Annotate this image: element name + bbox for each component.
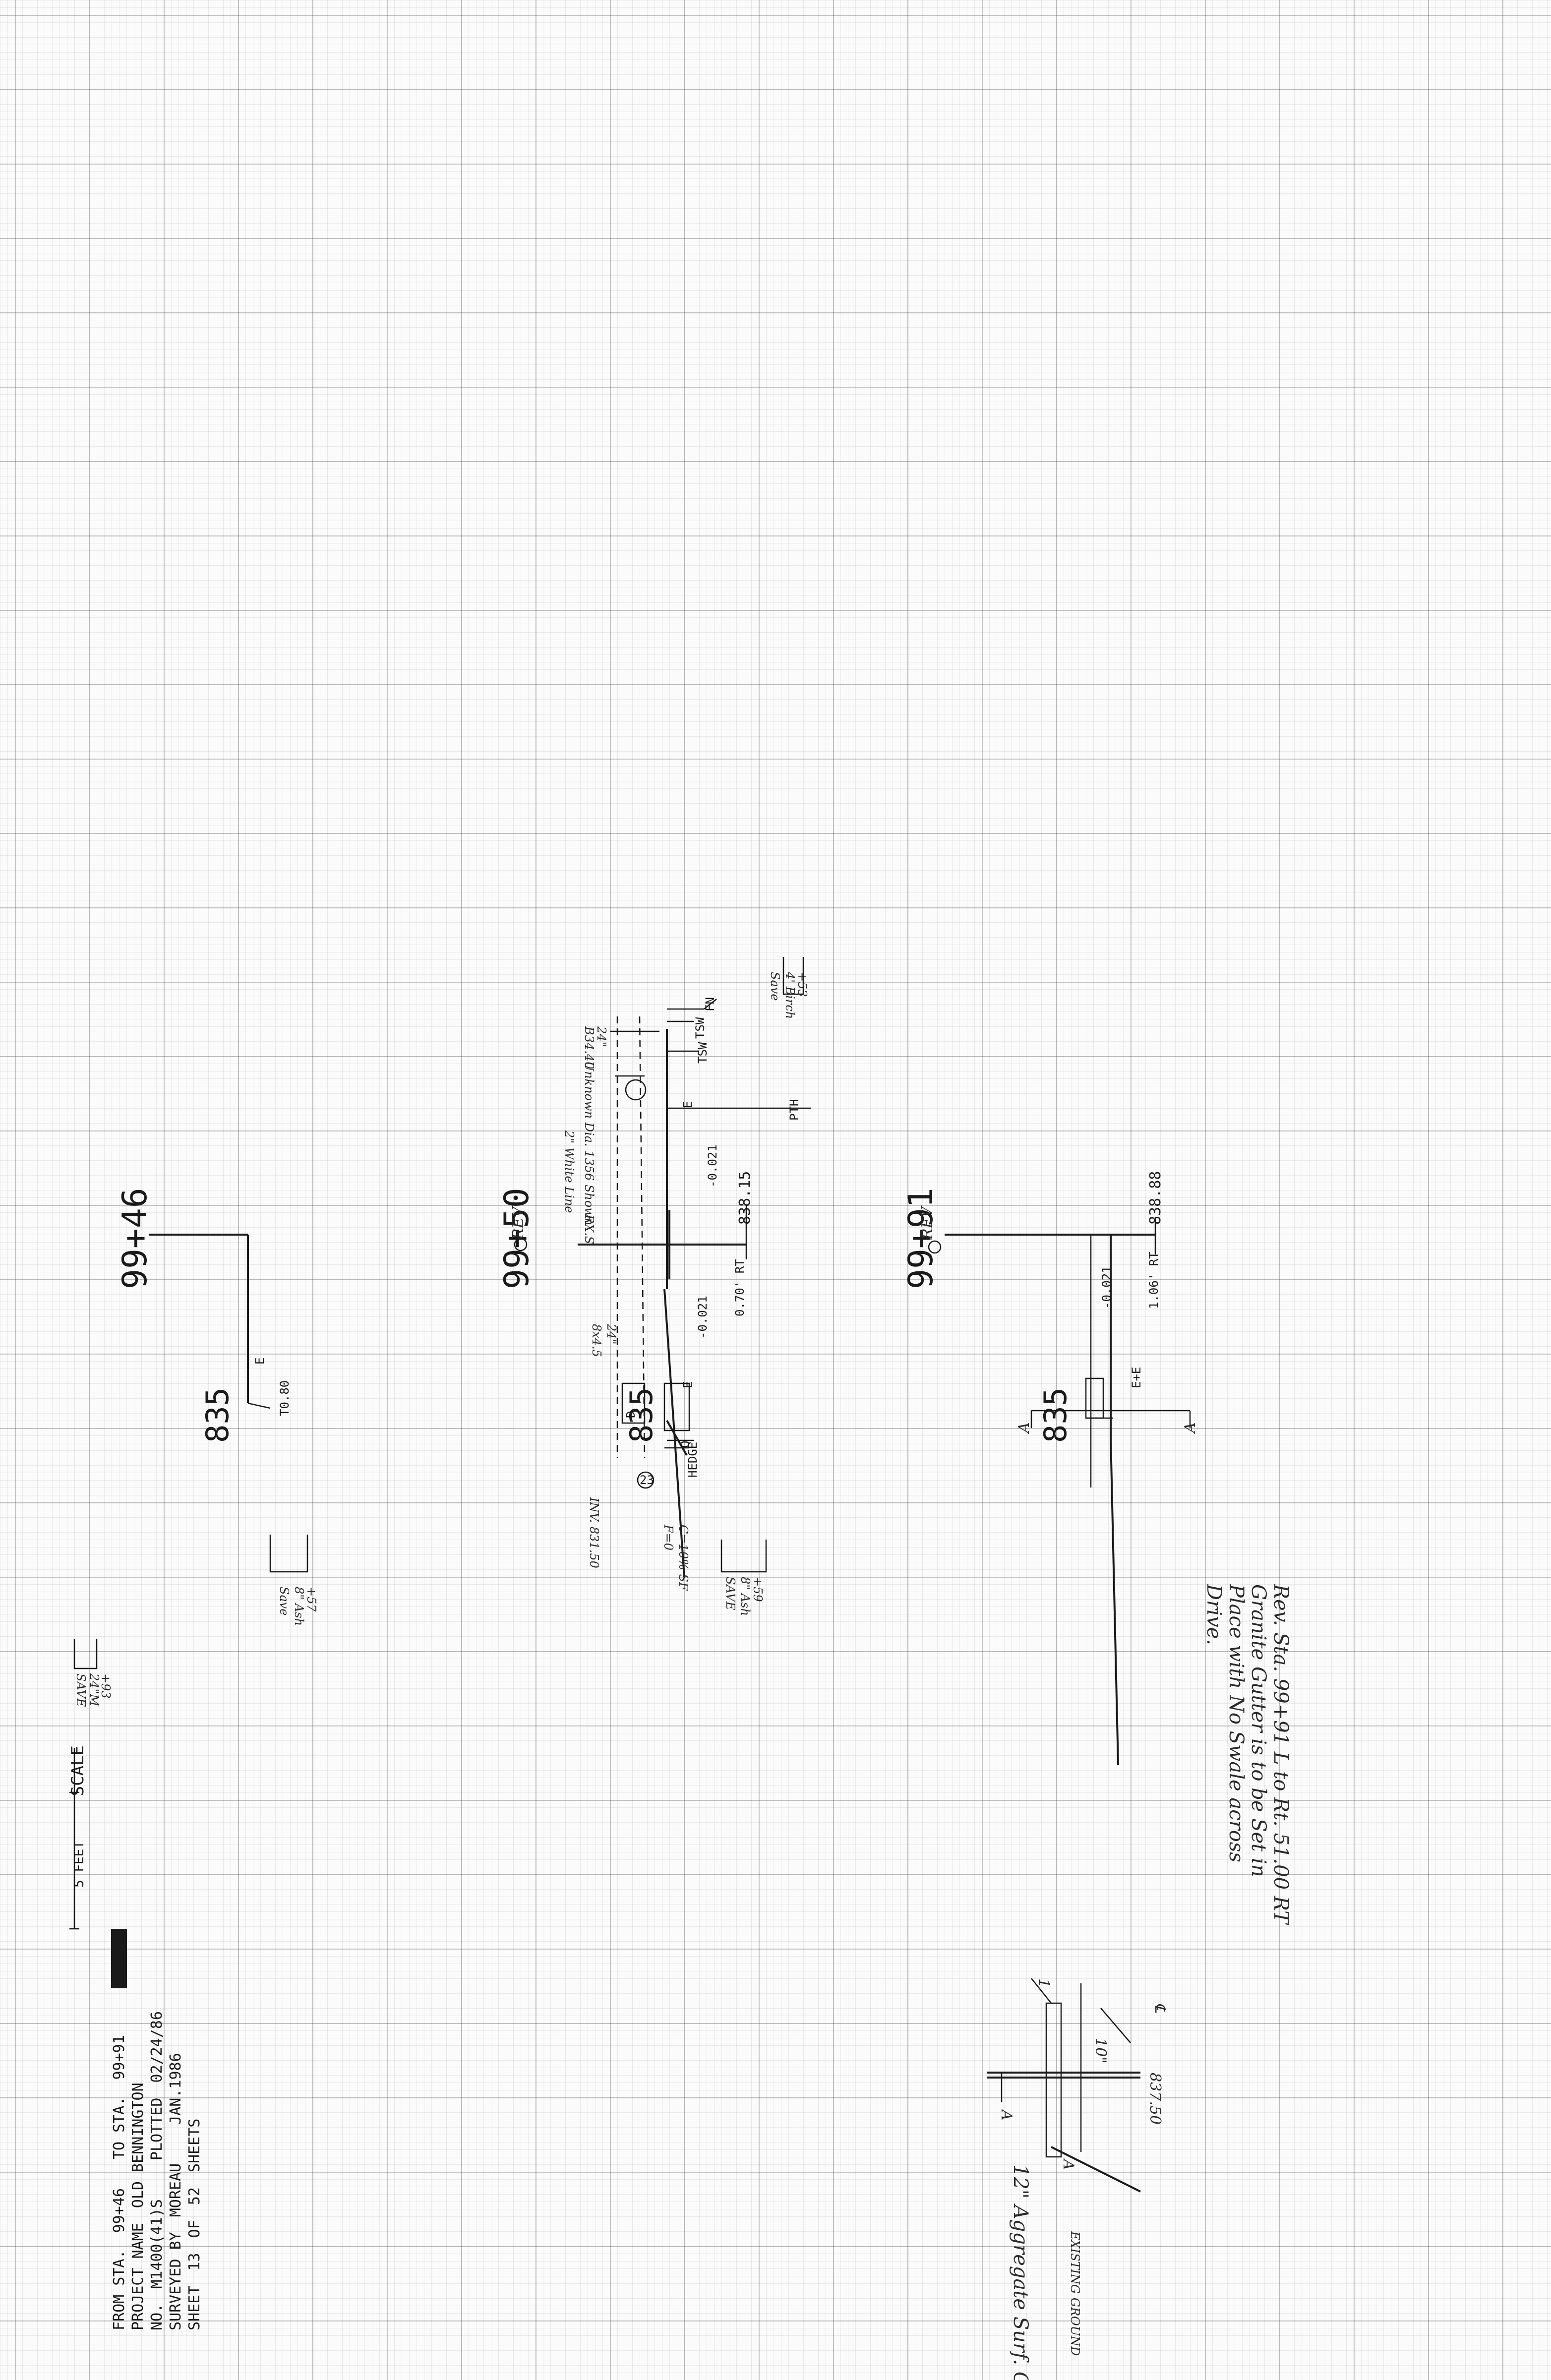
edge-label: E bbox=[253, 1358, 267, 1365]
rxs-note: RX.S bbox=[582, 1214, 596, 1244]
detail-elevation: 837.50 bbox=[1146, 2073, 1164, 2125]
svg-text:8" Ash: 8" Ash bbox=[292, 1587, 306, 1626]
white-line-note: 2" White Line bbox=[562, 1130, 576, 1213]
elevation-label: 835 bbox=[1037, 1387, 1074, 1443]
svg-text:SURVEYED BY MOREAU: SURVEYED BY MOREAU JAN.1986 bbox=[167, 2053, 184, 2330]
svg-text:SAVE: SAVE bbox=[74, 1673, 88, 1707]
svg-text:Rev. Sta. 99+91 L to Rt. 51.00: Rev. Sta. 99+91 L to Rt. 51.00 RT bbox=[1269, 1584, 1292, 1925]
elevation-value: 838.15 bbox=[736, 1171, 754, 1225]
tree-symbol: +57 8" Ash Save bbox=[269, 1535, 318, 1626]
detail-a-left: A bbox=[998, 2108, 1015, 2121]
material-label: 12" Aggregate Surf. Course bbox=[1009, 2164, 1032, 2380]
utility-note: Unknown Dia. 1356 Shown bbox=[582, 1061, 596, 1225]
box-left-label: D bbox=[624, 1411, 638, 1418]
cross-section-99-50: 99+50 REV 838.15 0.70' RT -0.021 -0.021 … bbox=[497, 997, 811, 1591]
edge-lower-label: E bbox=[681, 1381, 695, 1388]
title-block: FROM STA. 99+46 TO STA. 99+91 PROJECT NA… bbox=[111, 1929, 203, 2330]
tree-elevation-note: B34.40 bbox=[582, 1026, 596, 1069]
tree-symbol: +93 24"M SAVE bbox=[73, 1639, 113, 1707]
pavement-detail: 1 837.50 10" 12" Aggregate Surf. Course … bbox=[987, 1978, 1169, 2380]
centerline-mark: ℄ bbox=[1151, 2003, 1169, 2013]
station-label: 99+50 bbox=[497, 1188, 537, 1289]
edge-label: E bbox=[681, 1101, 695, 1108]
section-a-right: A bbox=[1182, 1422, 1199, 1434]
slope-right-label: -0.021 bbox=[696, 1296, 710, 1339]
pth-label: PTH bbox=[787, 1099, 801, 1121]
svg-text:Place with No Swale across: Place with No Swale across bbox=[1225, 1584, 1248, 1862]
svg-text:Granite Gutter is to be Set in: Granite Gutter is to be Set in bbox=[1247, 1584, 1270, 1877]
existing-ground-label: EXISTING GROUND bbox=[1068, 2231, 1082, 2356]
pole-note: 24" bbox=[604, 1323, 618, 1345]
svg-text:FROM STA. 99+46 TO: FROM STA. 99+46 TO STA. 99+91 bbox=[111, 2035, 128, 2330]
offset-label: T0.80 bbox=[278, 1380, 292, 1416]
tree-diameter-note: 24" bbox=[595, 1026, 608, 1047]
scale-value: 5 FEET bbox=[72, 1841, 87, 1888]
elevation-label: 835 bbox=[199, 1387, 236, 1443]
slope-left-label: -0.021 bbox=[706, 1144, 719, 1188]
svg-text:SHEET 13 OF: SHEET 13 OF 52 SHEETS bbox=[186, 2119, 203, 2330]
svg-text:4' Birch: 4' Birch bbox=[783, 971, 797, 1019]
scale-bar: SCALE 5 FEET bbox=[68, 1745, 88, 1930]
svg-text:8" Ash: 8" Ash bbox=[738, 1577, 752, 1616]
fn-label: FN bbox=[703, 997, 717, 1012]
scale-label: SCALE bbox=[68, 1745, 88, 1796]
cross-section-99-46: 99+46 E T0.80 bbox=[116, 1188, 292, 1416]
handwritten-note: Rev. Sta. 99+91 L to Rt. 51.00 RT Granit… bbox=[1202, 1584, 1292, 1925]
elevation-value: 838.88 bbox=[1147, 1171, 1164, 1225]
svg-text:PROJECT NAME OLD BENNING: PROJECT NAME OLD BENNINGTON bbox=[129, 2082, 147, 2330]
plotted-redaction-box bbox=[111, 1929, 127, 1988]
rev-label: REV bbox=[919, 1205, 936, 1240]
svg-text:+53: +53 bbox=[795, 972, 809, 997]
svg-text:SAVE: SAVE bbox=[723, 1577, 737, 1610]
rev-label: REV bbox=[510, 1205, 527, 1240]
offset-value: 0.70' RT bbox=[733, 1259, 747, 1316]
box-right-label: Q bbox=[678, 1441, 692, 1448]
svg-text:+59: +59 bbox=[751, 1577, 765, 1602]
svg-text:+57: +57 bbox=[304, 1587, 318, 1612]
pole-note-2: 8x4.5 bbox=[590, 1324, 603, 1357]
cb-top-label: C=10% SF bbox=[676, 1525, 690, 1591]
edge-label: E+E bbox=[1130, 1367, 1143, 1388]
cross-section-99-91: 99+91 REV 838.88 1.06' RT -0.021 E+E A A bbox=[901, 1171, 1199, 1766]
svg-text:Save: Save bbox=[277, 1587, 291, 1616]
tag-label: 23 bbox=[640, 1473, 654, 1487]
tree-symbol: +53 4' Birch Save bbox=[768, 957, 809, 1019]
tree-symbol: +59 8" Ash SAVE bbox=[720, 1540, 767, 1616]
svg-text:Save: Save bbox=[768, 972, 782, 1001]
detail-a-right: A bbox=[1060, 2158, 1077, 2170]
svg-text:24"M: 24"M bbox=[87, 1673, 101, 1707]
section-a-left: A bbox=[1015, 1422, 1033, 1434]
inv-label: INV. 831.50 bbox=[587, 1497, 601, 1568]
detail-thickness: 10" bbox=[1092, 2038, 1109, 2064]
cb-bottom-label: F=0 bbox=[661, 1524, 675, 1550]
offset-value: 1.06' RT bbox=[1147, 1251, 1161, 1309]
station-label: 99+91 bbox=[901, 1188, 941, 1289]
tsw-label: TSW bbox=[696, 1042, 710, 1064]
svg-text:Drive.: Drive. bbox=[1202, 1584, 1225, 1645]
edge-mark: 1 bbox=[1035, 1978, 1052, 1988]
svg-text:+93: +93 bbox=[99, 1673, 113, 1699]
svg-text:NO. M1400(41)S PLO: NO. M1400(41)S PLOTTED 02/24/86 bbox=[148, 2011, 166, 2330]
station-label: 99+46 bbox=[116, 1188, 155, 1289]
elevation-label: 835 bbox=[623, 1387, 659, 1443]
tsw-top-label: TSW bbox=[693, 1017, 707, 1039]
hedge-label: HEDGE bbox=[686, 1442, 700, 1478]
